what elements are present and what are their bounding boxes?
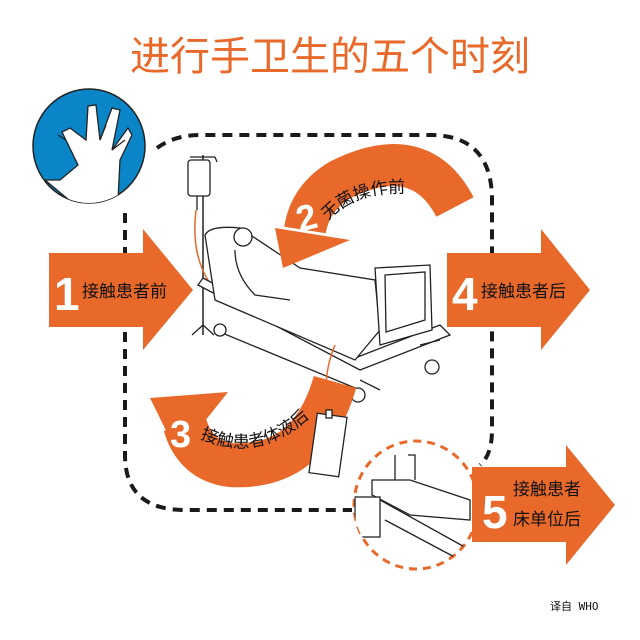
credit-text: 译自 WHO <box>550 600 599 613</box>
moment-5-label-line1: 接触患者 <box>513 480 581 500</box>
moment-4-number: 4 <box>452 268 478 320</box>
patient-surroundings-icon <box>352 439 480 571</box>
hospital-bed-icon <box>197 226 452 421</box>
moment-1-arrow: 1 接触患者前 <box>49 229 193 350</box>
moment-4-label: 接触患者后 <box>481 282 566 302</box>
moment-1-label: 接触患者前 <box>82 282 167 302</box>
moment-5-arrow: 5 接触患者 床单位后 <box>472 445 615 565</box>
moment-1-number: 1 <box>54 268 80 320</box>
moment-4-arrow: 4 接触患者后 <box>447 229 590 350</box>
page-title: 进行手卫生的五个时刻 <box>130 34 530 80</box>
hands-icon <box>32 88 146 204</box>
moment-5-label-line2: 床单位后 <box>513 510 581 530</box>
drainage-bag-icon <box>308 409 348 478</box>
moment-3-arrow: 3 接触患者体液后 <box>150 375 357 488</box>
moment-5-number: 5 <box>482 486 508 538</box>
patient-zone-boundary <box>123 133 494 512</box>
moment-2-arrow: 2 无菌操作前 <box>275 144 474 268</box>
moment-3-number: 3 <box>170 414 191 456</box>
